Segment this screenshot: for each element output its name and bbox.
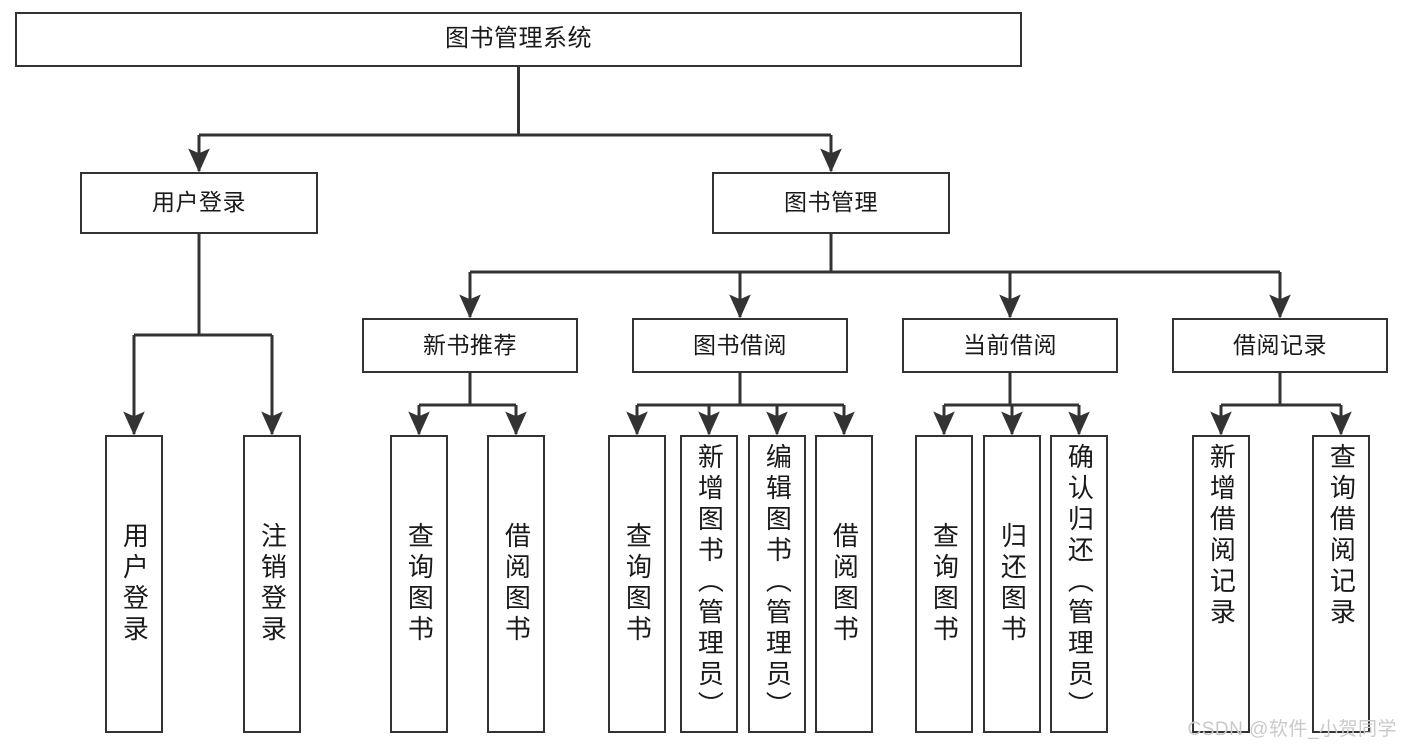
node-label: 新书推荐 [423, 331, 517, 358]
node-leaf-user-login[interactable]: 用户登录 [105, 435, 163, 733]
node-label: 图书借阅 [693, 331, 787, 358]
node-label: 新增图书（管理员） [694, 443, 725, 722]
node-label: 归还图书 [997, 522, 1028, 646]
node-label: 编辑图书（管理员） [762, 443, 793, 722]
node-new-book-rec[interactable]: 新书推荐 [362, 318, 578, 373]
node-label: 查询借阅记录 [1326, 443, 1357, 629]
node-label: 借阅图书 [501, 522, 532, 646]
node-label: 查询图书 [404, 522, 435, 646]
node-label: 借阅记录 [1233, 331, 1327, 358]
node-label: 当前借阅 [963, 331, 1057, 358]
node-label: 查询图书 [929, 522, 960, 646]
node-label: 新增借阅记录 [1206, 443, 1237, 629]
node-label: 查询图书 [622, 522, 653, 646]
node-leaf-borrow-book-2[interactable]: 借阅图书 [815, 435, 873, 733]
node-book-borrow[interactable]: 图书借阅 [632, 318, 848, 373]
node-label: 确认归还（管理员） [1064, 443, 1095, 722]
node-current-borrow[interactable]: 当前借阅 [902, 318, 1118, 373]
node-leaf-confirm-return[interactable]: 确认归还（管理员） [1050, 435, 1108, 733]
node-leaf-query-book-1[interactable]: 查询图书 [390, 435, 448, 733]
node-label: 图书管理系统 [445, 25, 592, 53]
node-leaf-query-book-2[interactable]: 查询图书 [608, 435, 666, 733]
node-label: 注销登录 [257, 522, 288, 646]
node-root[interactable]: 图书管理系统 [15, 12, 1022, 67]
node-label: 用户登录 [119, 522, 150, 646]
node-leaf-edit-book[interactable]: 编辑图书（管理员） [748, 435, 806, 733]
node-label: 用户登录 [152, 189, 246, 216]
edges-group [123, 67, 1352, 436]
node-leaf-borrow-book-1[interactable]: 借阅图书 [487, 435, 545, 733]
node-user-login[interactable]: 用户登录 [80, 172, 318, 234]
node-leaf-logout[interactable]: 注销登录 [243, 435, 301, 733]
node-leaf-return-book[interactable]: 归还图书 [983, 435, 1041, 733]
node-label: 借阅图书 [829, 522, 860, 646]
node-leaf-query-record[interactable]: 查询借阅记录 [1312, 435, 1370, 733]
node-leaf-add-record[interactable]: 新增借阅记录 [1192, 435, 1250, 733]
node-label: 图书管理 [784, 189, 878, 216]
node-leaf-query-book-3[interactable]: 查询图书 [915, 435, 973, 733]
watermark-label: CSDN @软件_小贺同学 [1187, 719, 1397, 740]
node-leaf-add-book[interactable]: 新增图书（管理员） [680, 435, 738, 733]
node-borrow-record[interactable]: 借阅记录 [1172, 318, 1388, 373]
node-book-manage[interactable]: 图书管理 [712, 172, 950, 234]
